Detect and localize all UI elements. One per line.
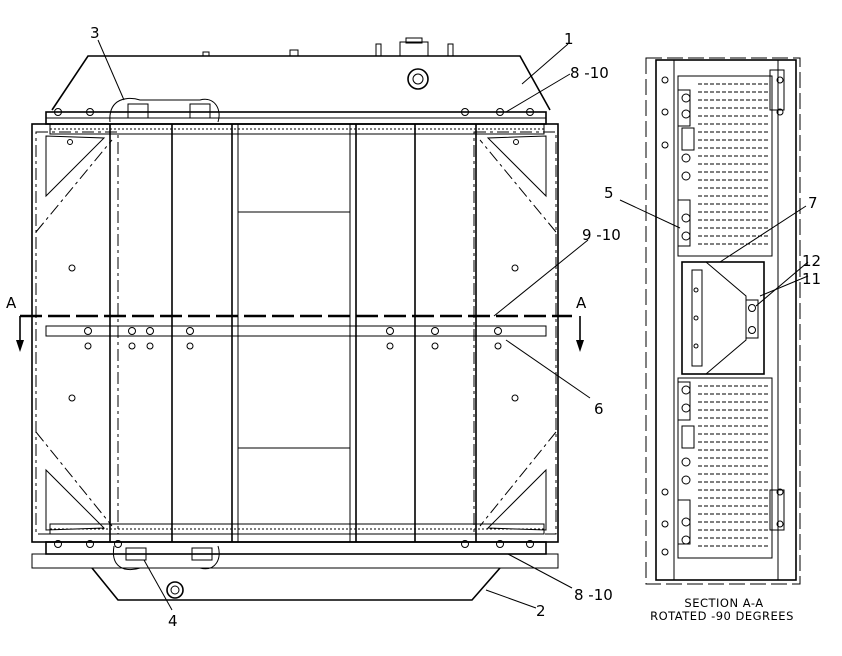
- callout-9-10: 9 -10: [582, 226, 621, 244]
- upper-fins: [698, 83, 770, 245]
- callout-labels: 1 8 -10 3 9 -10 6 4 2 8 -10 5 7 12 11 A …: [6, 24, 821, 630]
- core-panels: [109, 124, 477, 542]
- top-tank: [51, 37, 551, 111]
- callout-5: 5: [604, 184, 614, 202]
- section-mark-left: A: [6, 294, 17, 312]
- bottom-rail-bolts: [54, 540, 534, 548]
- bottom-tank: [31, 553, 559, 601]
- callout-8-10-bottom: 8 -10: [574, 586, 613, 604]
- top-rail-bolts: [54, 108, 534, 116]
- section-caption-line2: ROTATED -90 DEGREES: [650, 609, 794, 623]
- callout-6: 6: [594, 400, 604, 418]
- callout-7: 7: [808, 194, 818, 212]
- section-mark-right: A: [576, 294, 587, 312]
- callout-4: 4: [168, 612, 178, 630]
- main-view: [16, 37, 591, 611]
- mid-rail-bolts: [84, 327, 502, 350]
- callout-11: 11: [802, 270, 821, 288]
- section-caption-line1: SECTION A-A: [684, 596, 763, 610]
- section-view: [619, 57, 809, 585]
- callout-3: 3: [90, 24, 100, 42]
- callout-2: 2: [536, 602, 546, 620]
- callout-12: 12: [802, 252, 821, 270]
- section-bolts: [661, 76, 784, 556]
- callout-8-10-top: 8 -10: [570, 64, 609, 82]
- callout-1: 1: [564, 30, 574, 48]
- lower-fins: [698, 385, 770, 547]
